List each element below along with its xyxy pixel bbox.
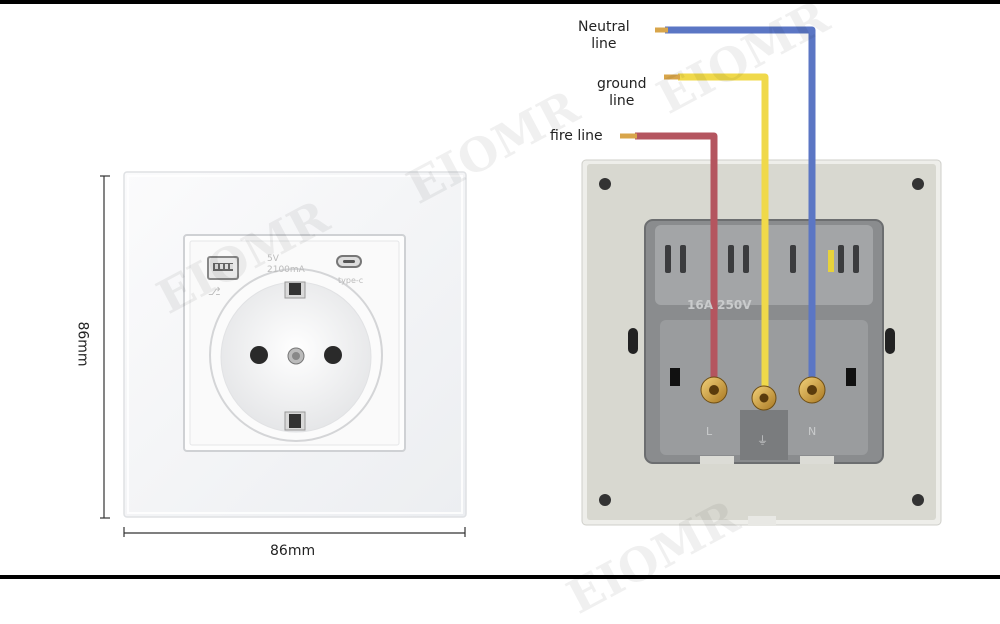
terminal-label-earth: ⏚: [757, 434, 768, 447]
height-dimension-line: [100, 175, 110, 519]
product-illustration: [100, 26, 942, 537]
terminal-label-l: L: [706, 425, 713, 438]
terminal-screws: [700, 376, 826, 411]
width-dimension-label: 86mm: [270, 543, 316, 559]
terminal-label-n: N: [808, 425, 817, 438]
usb-c-label: type-c: [338, 276, 364, 285]
fire-wire: [620, 132, 718, 380]
ground-wire: [664, 73, 769, 390]
top-border: [0, 0, 1000, 4]
height-dimension-label: 86mm: [74, 321, 91, 367]
neutral-wire: [655, 26, 816, 380]
front-socket: [123, 171, 467, 518]
usb-symbol-icon: ⎇: [208, 285, 221, 298]
width-dimension-line: [123, 527, 466, 537]
rating-label: 16A 250V: [687, 298, 752, 312]
fire-line-label: fire line: [550, 128, 603, 144]
usb-a-rating-label: 5V 2100mA: [267, 254, 305, 275]
bottom-border: [0, 575, 1000, 579]
back-socket: [581, 159, 942, 526]
